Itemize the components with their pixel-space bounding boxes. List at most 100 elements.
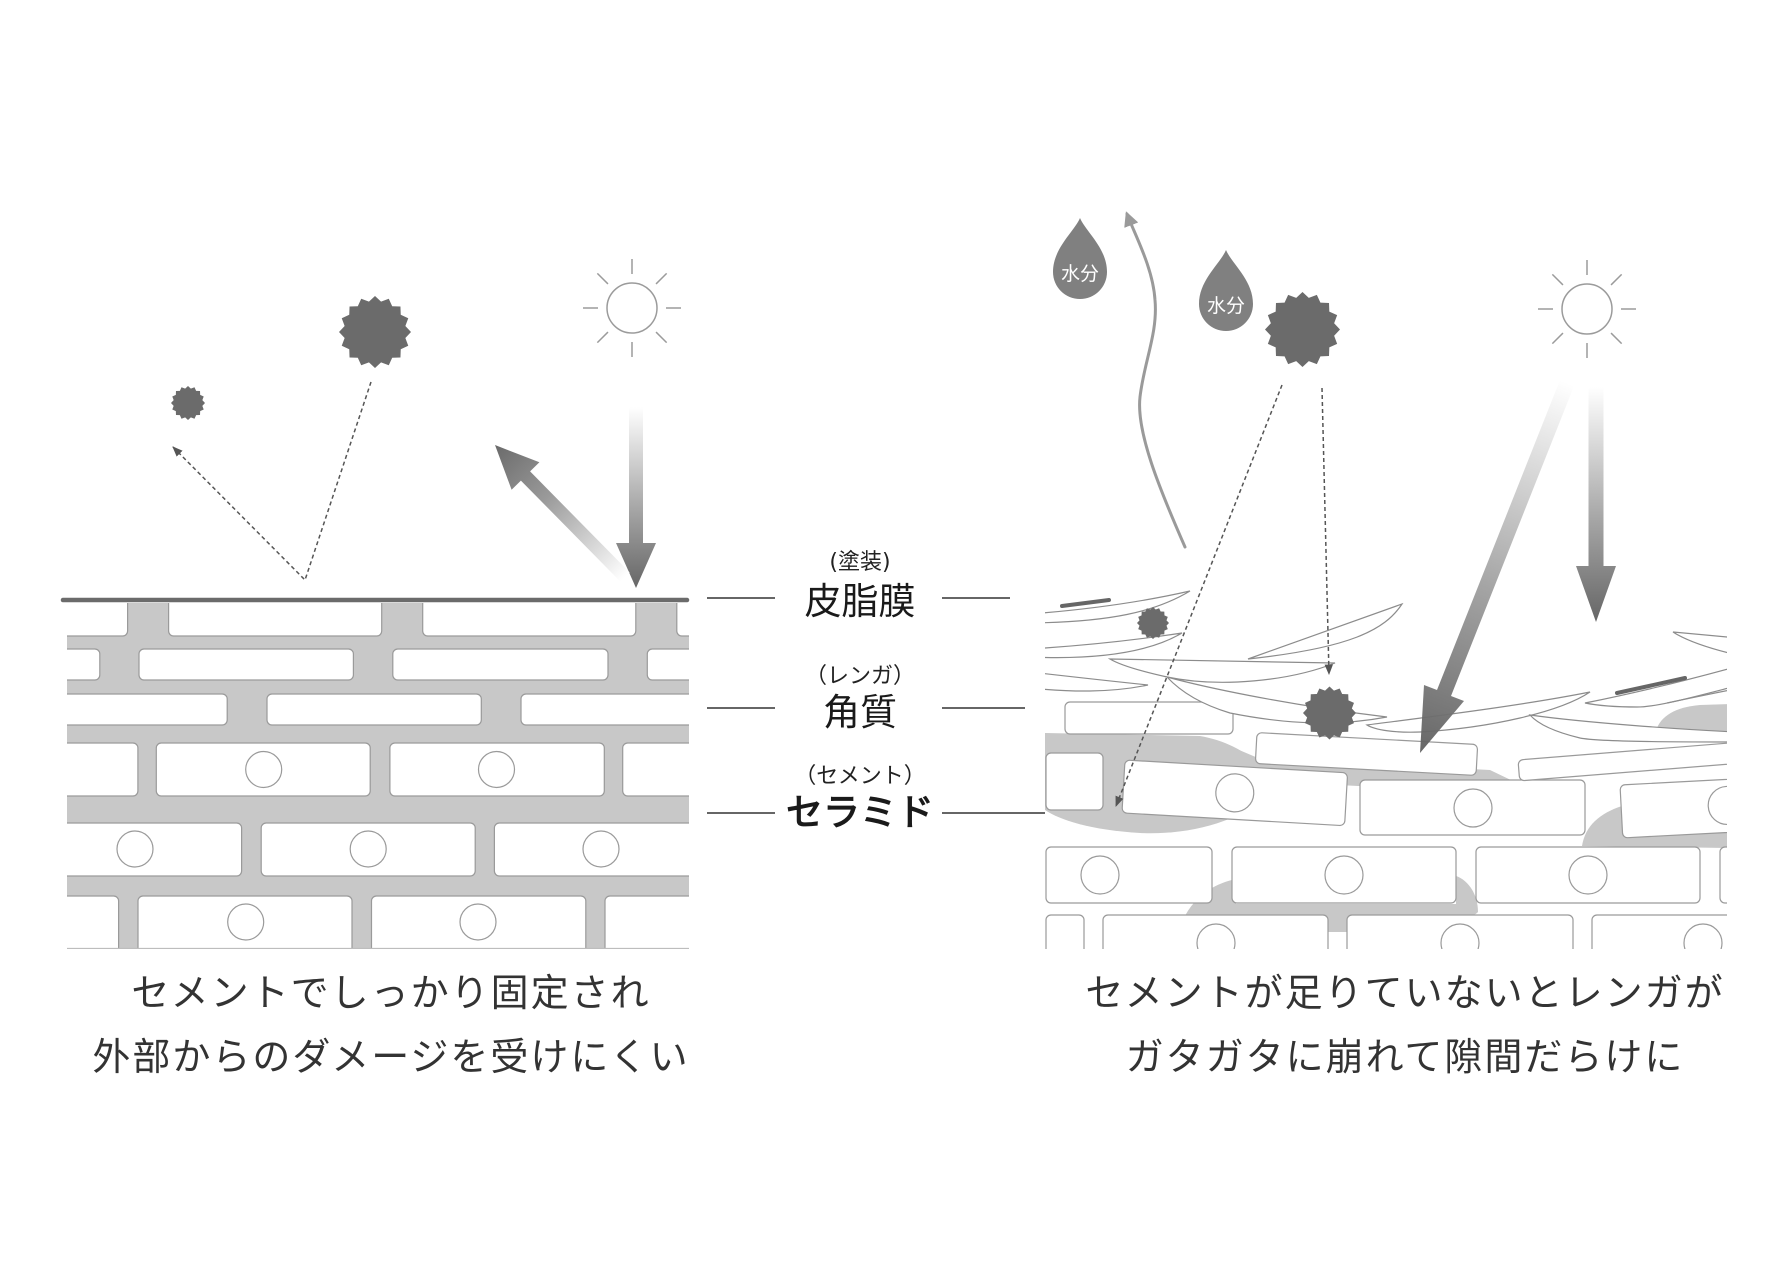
water-drop-icon: 水分 bbox=[1199, 250, 1253, 331]
sebum-analogy-label: (塗装) bbox=[829, 550, 891, 575]
keratin-brick bbox=[392, 648, 609, 681]
keratin-brick bbox=[138, 648, 354, 681]
right-caption-line-2: ガタガタに崩れて隙間だらけに bbox=[1125, 1035, 1685, 1079]
keratin-brick bbox=[604, 895, 689, 949]
brick-nucleus bbox=[245, 750, 283, 789]
keratin-bricks-loose bbox=[1045, 701, 1727, 949]
spiky-particle-icon bbox=[339, 296, 411, 368]
keratin-bricks bbox=[67, 603, 689, 949]
keratin-brick bbox=[1359, 779, 1586, 836]
brick-nuclei bbox=[116, 750, 620, 941]
tilted-brick bbox=[1121, 759, 1348, 827]
left-skin-layers bbox=[67, 603, 689, 949]
keratin-brick bbox=[67, 648, 101, 681]
keratin-flake bbox=[1584, 668, 1727, 708]
brick-nucleus bbox=[1683, 923, 1723, 949]
keratin-brick bbox=[67, 693, 228, 726]
keratin-label: 角質 bbox=[823, 691, 897, 734]
keratin-brick bbox=[1045, 846, 1213, 904]
ceramide-label: セラミド bbox=[786, 791, 934, 834]
right-caption-line-1: セメントが足りていないとレンガが bbox=[1085, 971, 1725, 1015]
keratin-brick bbox=[67, 895, 120, 949]
keratin-brick bbox=[155, 742, 371, 797]
brick-nucleus bbox=[477, 750, 516, 789]
brick-nucleus bbox=[116, 830, 154, 868]
spiky-particle-icon-small bbox=[1137, 607, 1169, 639]
keratin-flake bbox=[1045, 632, 1183, 659]
keratin-flake bbox=[1045, 673, 1149, 692]
keratin-brick bbox=[520, 693, 689, 726]
brick-nucleus bbox=[1196, 923, 1236, 949]
brick-nucleus bbox=[1453, 788, 1493, 828]
brick-nucleus bbox=[459, 903, 497, 941]
keratin-flake bbox=[1247, 602, 1404, 660]
label-connectors bbox=[707, 597, 1045, 814]
keratin-flake bbox=[1528, 714, 1727, 743]
keratin-brick bbox=[1619, 773, 1727, 839]
keratin-flake bbox=[1672, 631, 1727, 654]
uv-ray-down-arrow-icon bbox=[1576, 387, 1616, 622]
brick-nucleus bbox=[1440, 923, 1480, 949]
keratin-brick bbox=[137, 895, 353, 949]
keratin-brick bbox=[1102, 914, 1329, 949]
uv-ray-penetrating-arrow-icon bbox=[1420, 380, 1574, 753]
keratin-brick bbox=[493, 822, 689, 877]
keratin-brick bbox=[67, 603, 129, 637]
deflection-dashed-arrow-icon bbox=[172, 381, 372, 582]
sebum-fragment bbox=[1615, 676, 1687, 695]
sun-icon bbox=[582, 258, 682, 358]
brick-nucleus bbox=[1215, 773, 1255, 813]
brick-nucleus bbox=[582, 830, 620, 868]
water-drop-shape bbox=[1199, 250, 1253, 331]
right-panel-damaged-skin: 水分 水分 bbox=[1045, 211, 1727, 949]
keratin-brick bbox=[646, 648, 689, 681]
keratin-analogy-label: （レンガ） bbox=[804, 664, 915, 689]
keratin-brick bbox=[260, 822, 476, 877]
keratin-flake bbox=[1107, 658, 1336, 683]
keratin-brick bbox=[422, 603, 637, 637]
right-skin-layers bbox=[1045, 590, 1727, 949]
keratin-brick bbox=[676, 603, 689, 637]
water-drop-shape bbox=[1053, 218, 1107, 299]
keratin-brick bbox=[1064, 701, 1234, 735]
keratin-brick bbox=[168, 603, 383, 637]
spiky-particle-icon-penetrating bbox=[1303, 686, 1356, 740]
tilted-brick bbox=[1619, 773, 1727, 839]
ceramide-blob bbox=[1656, 704, 1727, 734]
keratin-brick bbox=[1045, 752, 1104, 811]
penetration-dashed-arrow-icon bbox=[1321, 387, 1333, 676]
left-caption-line-2: 外部からのダメージを受けにくい bbox=[92, 1035, 690, 1079]
keratin-brick bbox=[1475, 846, 1701, 904]
keratin-brick bbox=[1719, 846, 1727, 904]
keratin-brick bbox=[266, 693, 482, 726]
left-caption-line-1: セメントでしっかり固定され bbox=[131, 971, 651, 1015]
uv-ray-down-arrow-icon bbox=[616, 407, 656, 588]
keratin-brick bbox=[1121, 759, 1348, 827]
sun-icon bbox=[1537, 259, 1637, 359]
brick-nucleus bbox=[349, 830, 387, 868]
keratin-flake-edge bbox=[1666, 689, 1727, 704]
keratin-brick bbox=[389, 742, 605, 797]
uv-ray-reflected-arrow-icon bbox=[495, 445, 630, 582]
spiky-particle-icon-small bbox=[171, 386, 205, 420]
keratin-brick bbox=[1231, 846, 1457, 904]
left-panel-healthy-skin bbox=[60, 258, 690, 949]
keratin-brick bbox=[1591, 914, 1727, 949]
keratin-brick bbox=[67, 742, 139, 797]
keratin-brick bbox=[1045, 914, 1085, 949]
keratin-brick bbox=[1346, 914, 1574, 949]
brick-nucleus bbox=[1568, 855, 1608, 895]
water-drop-label: 水分 bbox=[1061, 263, 1099, 285]
penetration-dashed-arrow-icon bbox=[1115, 384, 1283, 807]
keratin-brick bbox=[370, 895, 587, 949]
sebum-film-label: 皮脂膜 bbox=[804, 580, 916, 623]
evaporation-curved-arrow-icon bbox=[1124, 211, 1187, 549]
ceramide-analogy-label: （セメント） bbox=[794, 764, 926, 789]
sebum-fragment bbox=[1060, 598, 1111, 608]
keratin-brick bbox=[622, 742, 689, 797]
keratin-flake bbox=[1045, 590, 1191, 624]
water-drop-label: 水分 bbox=[1207, 295, 1245, 317]
keratin-brick bbox=[67, 822, 243, 877]
brick-nucleus bbox=[1707, 785, 1727, 826]
